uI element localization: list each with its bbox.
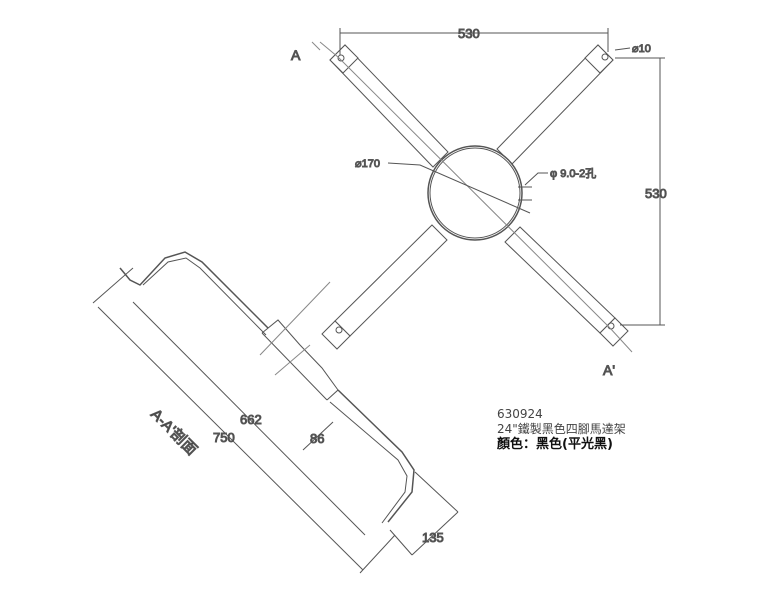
part-number: 630924	[497, 407, 543, 421]
dim-line-86	[302, 421, 334, 451]
top-view	[311, 28, 665, 353]
section-mark-a-prime: A'	[603, 362, 615, 378]
dim-line-750	[97, 306, 364, 571]
dim-662-label: 662	[240, 412, 262, 427]
section-view	[92, 251, 459, 574]
arm-bottom-left	[321, 224, 448, 350]
end-hole-label: ⌀10	[632, 43, 651, 55]
hole-note: φ 9.0-2孔	[550, 167, 596, 180]
section-mark-a: A	[291, 47, 301, 63]
center-dia-label: ⌀170	[355, 158, 380, 170]
dim-line-662	[132, 301, 366, 536]
description: 24"鐵製黑色四腳馬達架	[497, 422, 626, 436]
dim-height-label: 530	[645, 186, 667, 201]
dim-86-label: 86	[310, 431, 324, 446]
dim-750-label: 750	[213, 430, 235, 445]
dim-width-label: 530	[458, 26, 480, 41]
dim-line-135	[411, 511, 459, 556]
section-title: A-A'剖面	[147, 406, 200, 459]
dim-135-label: 135	[422, 530, 444, 545]
color-label: 顏色：黑色(平光黑)	[497, 437, 613, 452]
notes-block: 630924 24"鐵製黑色四腳馬達架 顏色：黑色(平光黑)	[497, 407, 626, 452]
arm-top-right	[496, 44, 614, 165]
